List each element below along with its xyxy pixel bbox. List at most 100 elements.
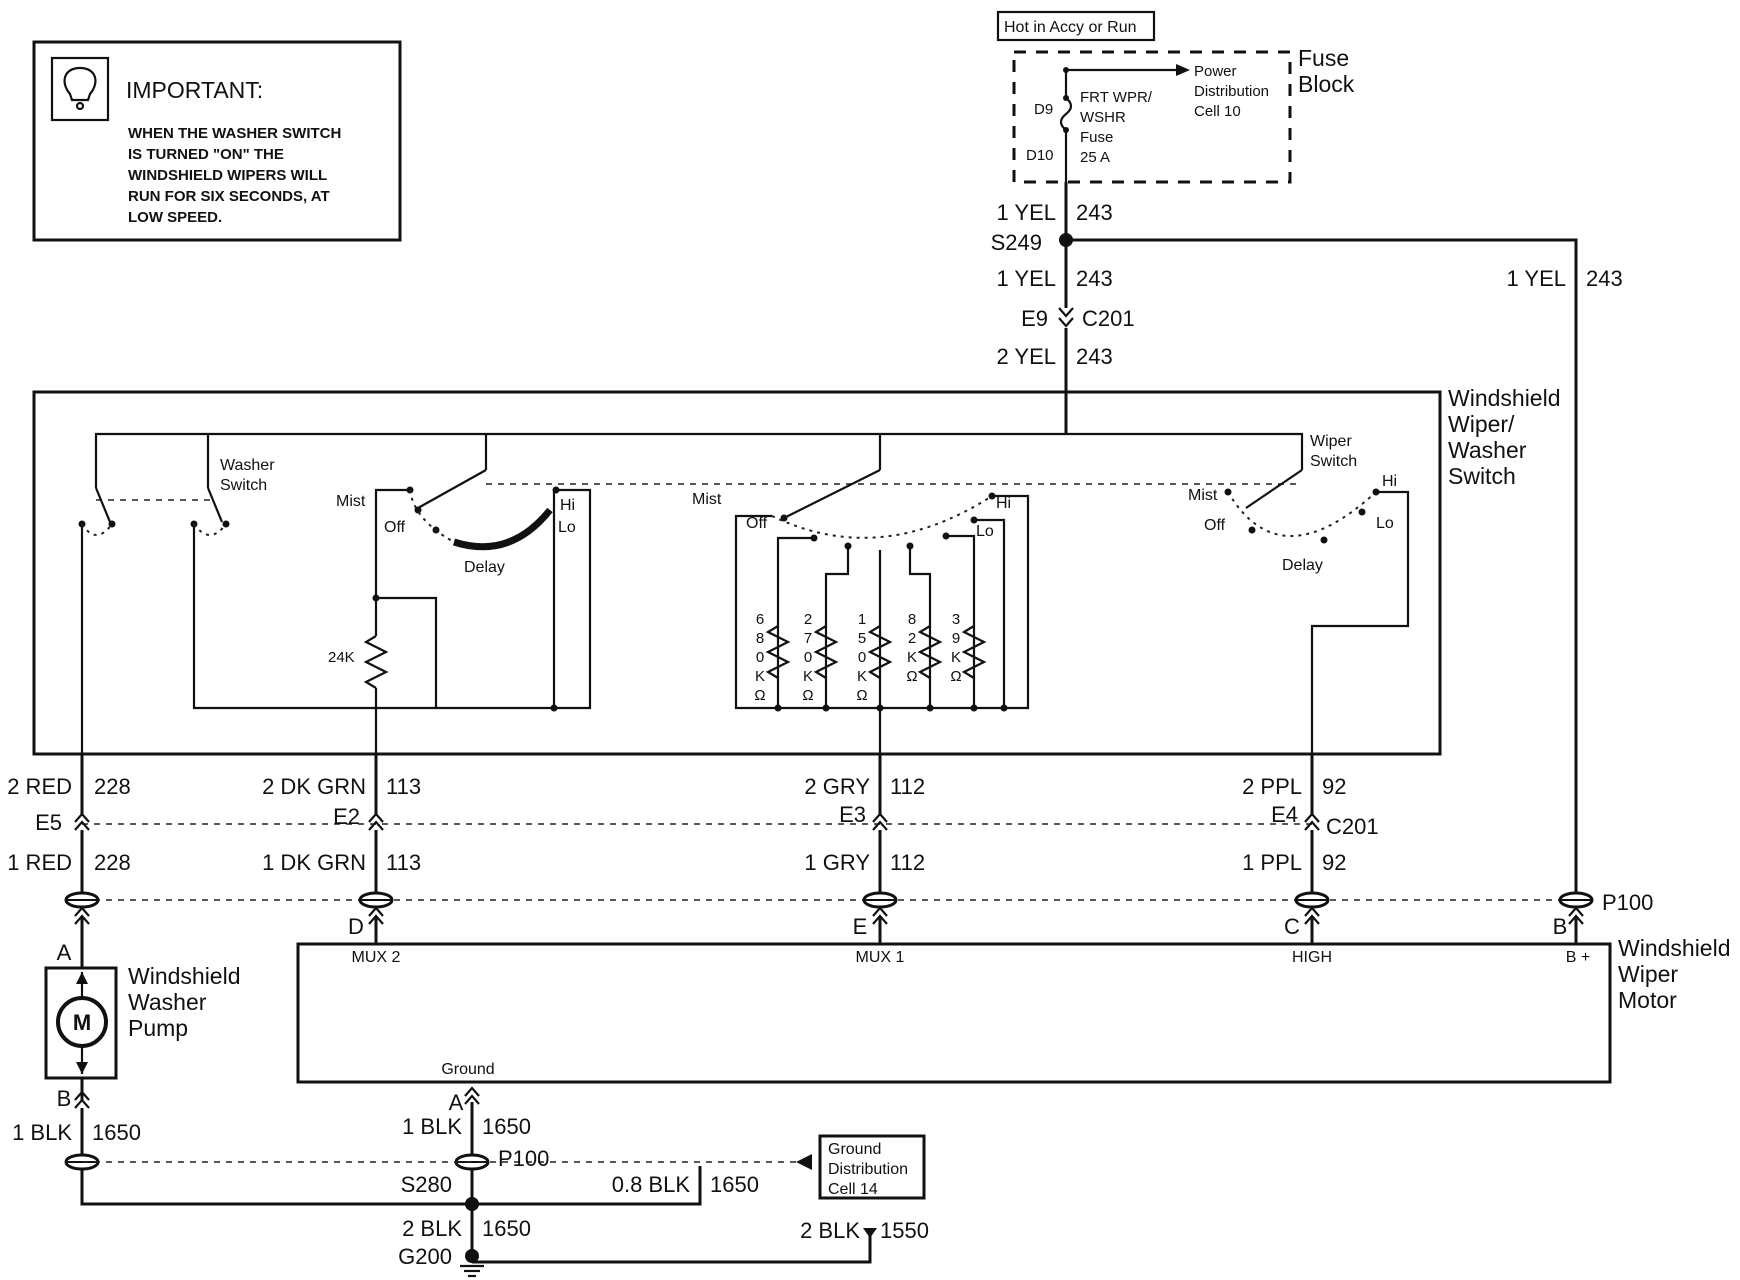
resistor-1-label-5: Ω — [754, 687, 765, 704]
wiper-washer-switch: Windshield Wiper/ Washer Switch Washer S… — [32, 385, 1561, 756]
pump-title-1: Windshield — [128, 963, 241, 989]
ground-icon — [460, 1249, 484, 1278]
arrow-right-icon — [1176, 64, 1190, 76]
p100-label: P100 — [1602, 890, 1653, 915]
ground-dist-1: Ground — [828, 1141, 881, 1158]
left-off-label: Off — [384, 519, 406, 536]
c201-pin-3 — [872, 812, 888, 831]
bplus-circuit: 243 — [1586, 266, 1623, 291]
c92-bot-circuit: 92 — [1322, 850, 1346, 875]
wiper-motor: D E C B MUX 2 MUX 1 HIGH B + Ground Wind… — [296, 914, 1731, 1084]
resistor-1-label-3: 0 — [756, 649, 764, 666]
c228-pin: E5 — [35, 810, 62, 835]
c113-top-wire: 2 DK GRN — [262, 774, 366, 799]
switch-title-1: Windshield — [1448, 385, 1561, 411]
left-hi-label: Hi — [560, 497, 575, 514]
right-lo-label: Lo — [1376, 515, 1394, 532]
r24k-label: 24K — [328, 649, 355, 666]
motor-ground-term: Ground — [441, 1061, 494, 1078]
motor-term-mux2: MUX 2 — [352, 949, 401, 966]
g200-circuit: 1650 — [482, 1216, 531, 1241]
feed-circuit-243: 1 YEL 243 S249 1 YEL 243 E9 C201 2 YEL 2… — [991, 182, 1623, 892]
washer-switch-label-2: Switch — [220, 477, 267, 494]
fuse-block-label-1: Fuse — [1298, 45, 1349, 71]
resistor-4-label-4: Ω — [906, 668, 917, 685]
resistor-3-label-2: 5 — [858, 630, 866, 647]
switch-title-2: Wiper/ — [1448, 411, 1515, 437]
hot-in-accy-label: Hot in Accy or Run — [1004, 19, 1137, 36]
important-line-5: LOW SPEED. — [128, 209, 222, 226]
resistor-3-label-4: K — [857, 668, 867, 685]
washer-switch-label-1: Washer — [220, 457, 275, 474]
c201-pin-2 — [368, 812, 384, 831]
motor-term-high: HIGH — [1292, 949, 1332, 966]
motor-pin-e: E — [853, 914, 868, 939]
motor-ground-pin — [464, 1086, 480, 1105]
resistor-4-label-2: 2 — [908, 630, 916, 647]
c228-bot-circuit: 228 — [94, 850, 131, 875]
resistor-1 — [765, 625, 791, 679]
bplus-wire: 1 YEL — [1506, 266, 1566, 291]
c112-top-circuit: 112 — [890, 774, 925, 799]
feed-connector-c201: C201 — [1082, 306, 1135, 331]
resistor-1-label-4: K — [755, 668, 765, 685]
fuse-name-2: WSHR — [1080, 109, 1126, 126]
resistor-2 — [813, 625, 839, 679]
resistor-4-label-3: K — [907, 649, 917, 666]
important-line-4: RUN FOR SIX SECONDS, AT — [128, 188, 330, 205]
c92-pin: E4 — [1271, 802, 1298, 827]
resistor-1-label-2: 8 — [756, 630, 764, 647]
resistor-5-label-4: Ω — [950, 668, 961, 685]
resistor-2-label-5: Ω — [802, 687, 813, 704]
important-title: IMPORTANT: — [126, 77, 263, 103]
resistor-3-label-1: 1 — [858, 611, 866, 628]
pump-ground-circuit: 1650 — [92, 1120, 141, 1145]
resistor-5-label-1: 3 — [952, 611, 960, 628]
important-note: IMPORTANT: WHEN THE WASHER SWITCH IS TUR… — [32, 40, 402, 242]
power-dist-3: Cell 10 — [1194, 103, 1241, 120]
g200-label: G200 — [398, 1244, 452, 1269]
resistor-3-label-3: 0 — [858, 649, 866, 666]
pump-m-letter: M — [73, 1010, 91, 1035]
c201-pin-1 — [74, 812, 90, 831]
motor-ground-pin-a: A — [449, 1090, 464, 1115]
resistor-4 — [917, 625, 943, 679]
ground-p100-label: P100 — [498, 1146, 549, 1171]
feed-circuit-3: 243 — [1076, 344, 1113, 369]
c112-bot-wire: 1 GRY — [804, 850, 870, 875]
c92-bot-wire: 1 PPL — [1242, 850, 1302, 875]
ground-dist-3: Cell 14 — [828, 1181, 878, 1198]
fuse-d9: D9 — [1034, 101, 1053, 118]
mid-off-label: Off — [746, 515, 768, 532]
resistor-3-label-5: Ω — [856, 687, 867, 704]
mid-mist-label: Mist — [692, 491, 722, 508]
motor-title-2: Wiper — [1618, 961, 1678, 987]
feed-circuit-2: 243 — [1076, 266, 1113, 291]
dist-circuit: 1550 — [880, 1218, 929, 1243]
pump-title-2: Washer — [128, 989, 207, 1015]
splice-s249-label: S249 — [991, 230, 1042, 255]
motor-term-mux1: MUX 1 — [856, 949, 905, 966]
feed-pin-e9: E9 — [1021, 306, 1048, 331]
c92-top-wire: 2 PPL — [1242, 774, 1302, 799]
switch-title-4: Switch — [1448, 463, 1516, 489]
fuse-block: Hot in Accy or Run Fuse Block Power Dist… — [996, 10, 1355, 184]
c112-pin: E3 — [839, 802, 866, 827]
fuse-name-3: Fuse — [1080, 129, 1113, 146]
fuse-name-4: 25 A — [1080, 149, 1110, 166]
c228-bot-wire: 1 RED — [7, 850, 72, 875]
resistor-1-label-1: 6 — [756, 611, 764, 628]
feed-wire-2: 1 YEL — [996, 266, 1056, 291]
splice-s280 — [465, 1197, 479, 1211]
c113-bot-wire: 1 DK GRN — [262, 850, 366, 875]
resistor-2-label-2: 7 — [804, 630, 812, 647]
right-hi-label: Hi — [1382, 473, 1397, 490]
resistor-4-label-1: 8 — [908, 611, 916, 628]
circuit-labels: 2 RED 228 E5 1 RED 228 2 DK GRN 113 E2 1… — [7, 774, 1346, 875]
switch-title-3: Washer — [1448, 437, 1527, 463]
branch-wire: 0.8 BLK — [612, 1172, 691, 1197]
motor-icon — [56, 996, 108, 1048]
pump-title-3: Pump — [128, 1015, 188, 1041]
branch-circuit: 1650 — [710, 1172, 759, 1197]
resistor-2-label-4: K — [803, 668, 813, 685]
